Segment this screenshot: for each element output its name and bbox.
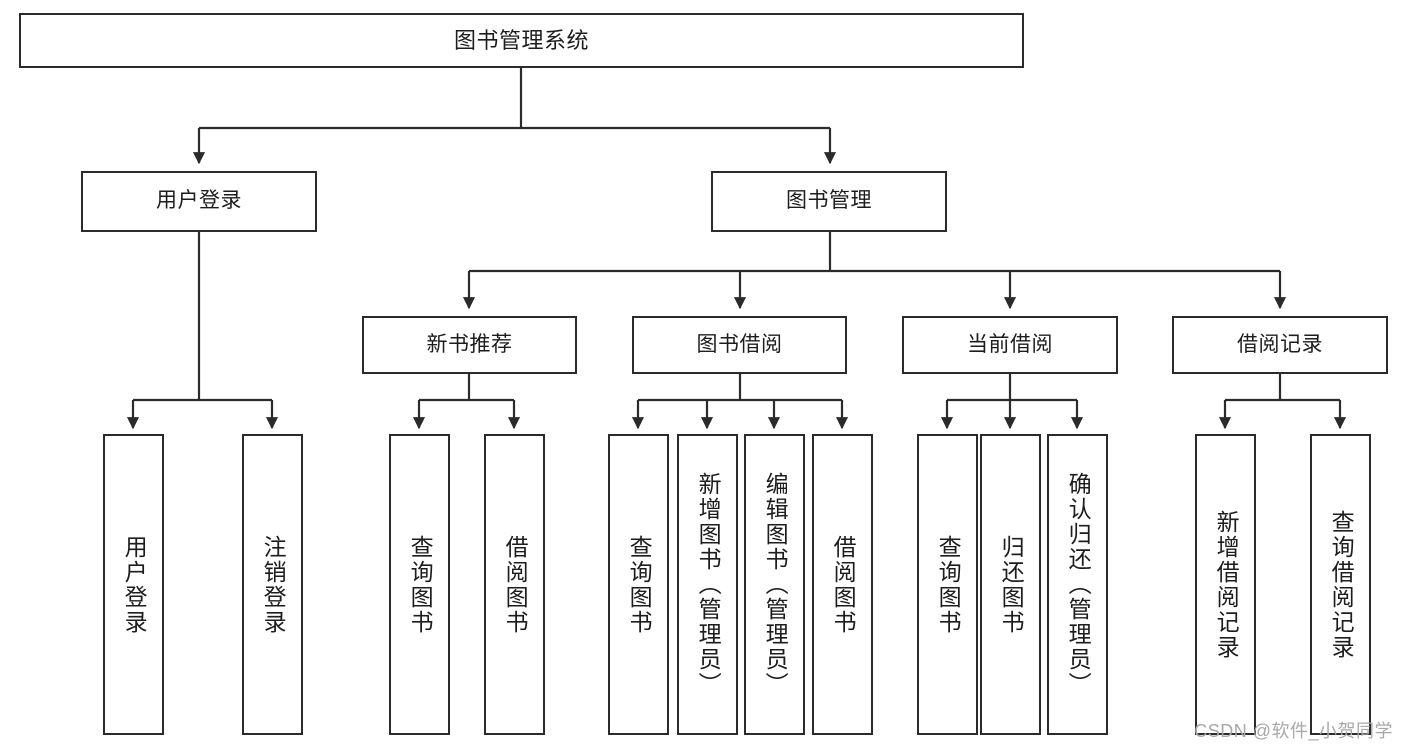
node-leaf-add-record[interactable]: 新增借阅记录	[1195, 434, 1256, 735]
node-book-borrow-label: 图书借阅	[696, 332, 783, 356]
node-leaf-query-book-3[interactable]: 查询图书	[917, 434, 978, 735]
node-leaf-logout-login[interactable]: 注销登录	[242, 434, 303, 735]
node-leaf-query-record[interactable]: 查询借阅记录	[1310, 434, 1371, 735]
node-leaf-query-book-1-label: 查询图书	[407, 534, 434, 635]
node-leaf-query-book-3-label: 查询图书	[935, 534, 962, 635]
node-leaf-borrow-book-1-label: 借阅图书	[502, 534, 529, 635]
node-leaf-add-record-label: 新增借阅记录	[1213, 509, 1240, 660]
node-leaf-borrow-book-1[interactable]: 借阅图书	[484, 434, 545, 735]
node-new-book-recommend[interactable]: 新书推荐	[362, 316, 577, 374]
node-leaf-query-book-2[interactable]: 查询图书	[608, 434, 669, 735]
node-leaf-confirm-return-label: 确认归还（管理员）	[1065, 472, 1092, 697]
node-current-borrow-label: 当前借阅	[967, 332, 1053, 356]
node-leaf-logout-login-label: 注销登录	[260, 534, 287, 635]
node-book-borrow[interactable]: 图书借阅	[632, 316, 847, 374]
node-leaf-return-book-label: 归还图书	[998, 534, 1025, 635]
node-leaf-add-book-label: 新增图书（管理员）	[695, 472, 722, 697]
node-root-label: 图书管理系统	[453, 27, 589, 53]
node-user-login-label: 用户登录	[156, 189, 242, 213]
node-leaf-user-login-label: 用户登录	[121, 534, 148, 635]
node-leaf-user-login[interactable]: 用户登录	[103, 434, 164, 735]
node-book-manage[interactable]: 图书管理	[711, 171, 947, 232]
node-leaf-borrow-book-2-label: 借阅图书	[830, 534, 857, 635]
node-leaf-borrow-book-2[interactable]: 借阅图书	[812, 434, 873, 735]
node-leaf-edit-book-label: 编辑图书（管理员）	[762, 472, 789, 697]
node-user-login[interactable]: 用户登录	[81, 171, 317, 232]
node-leaf-return-book[interactable]: 归还图书	[980, 434, 1041, 735]
node-root[interactable]: 图书管理系统	[19, 13, 1024, 68]
node-leaf-add-book[interactable]: 新增图书（管理员）	[677, 434, 738, 735]
node-borrow-record[interactable]: 借阅记录	[1172, 316, 1388, 374]
node-leaf-query-book-2-label: 查询图书	[626, 534, 653, 635]
node-current-borrow[interactable]: 当前借阅	[902, 316, 1118, 374]
node-book-manage-label: 图书管理	[786, 189, 872, 213]
node-leaf-query-book-1[interactable]: 查询图书	[389, 434, 450, 735]
node-borrow-record-label: 借阅记录	[1237, 332, 1323, 356]
node-leaf-confirm-return[interactable]: 确认归还（管理员）	[1047, 434, 1108, 735]
node-new-book-recommend-label: 新书推荐	[426, 332, 513, 356]
node-leaf-edit-book[interactable]: 编辑图书（管理员）	[744, 434, 805, 735]
node-leaf-query-record-label: 查询借阅记录	[1328, 509, 1355, 660]
watermark-text: CSDN @软件_小贺同学	[1194, 721, 1393, 741]
